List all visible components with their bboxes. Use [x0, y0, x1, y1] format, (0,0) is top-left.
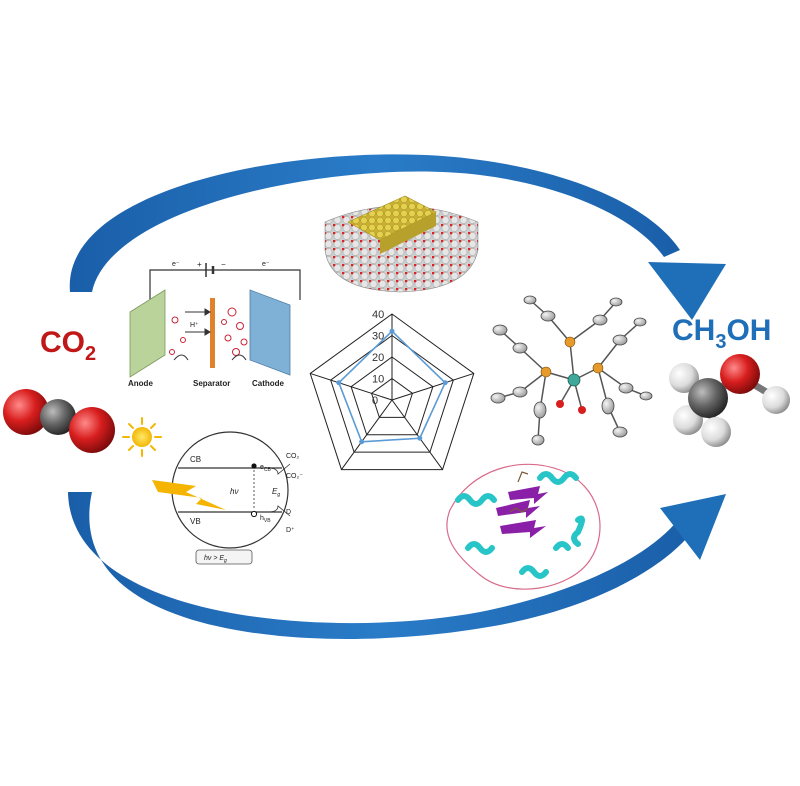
minus-label: − — [221, 260, 226, 269]
lower-cycle-arrow — [68, 492, 726, 639]
photocatalysis-diagram: CB VB eCB hVB hν Eg CO₂ CO₂⁻ D D⁺ hν > E… — [152, 431, 303, 565]
radar-point — [336, 380, 342, 386]
radar-grid-ring — [309, 313, 475, 471]
radar-tick-label: 40 — [372, 309, 384, 321]
radar-spoke — [310, 372, 393, 401]
radar-point — [417, 435, 423, 441]
radar-tick-label: 10 — [372, 374, 384, 386]
radar-tick-label: 30 — [372, 331, 384, 343]
condition-label: hν > Eg — [204, 555, 227, 564]
cb-label: CB — [190, 455, 201, 464]
condition-box — [195, 549, 253, 565]
oxygen-atom — [3, 389, 49, 435]
radar-grid-ring — [370, 377, 414, 418]
oxygen-atom — [720, 354, 760, 394]
hydrogen-atom — [669, 363, 699, 393]
radar-spoke — [391, 372, 474, 401]
radar-chart: 0 10 20 30 40 — [309, 309, 475, 471]
metal-center — [567, 373, 581, 387]
upper-cycle-arrow — [69, 154, 726, 320]
radar-grid-ring — [350, 356, 434, 436]
electrochemical-cell: e⁻ + − e⁻ H⁺ Anode Separator Cathode — [128, 260, 301, 388]
separator-label: Separator — [193, 379, 230, 388]
carbon-atom — [40, 399, 76, 435]
catalyst-slab — [324, 195, 479, 293]
radar-point — [389, 328, 395, 334]
separator-membrane — [210, 298, 215, 368]
donor-label: D — [286, 509, 291, 516]
band-gap-label: Eg — [272, 487, 280, 498]
electron-right-label: e⁻ — [262, 261, 270, 268]
light-bolt-icon — [152, 480, 226, 510]
hydrogen-atom — [762, 386, 790, 414]
radar-tick-label: 20 — [372, 352, 384, 364]
radar-spoke — [391, 399, 443, 470]
co2-molecule — [3, 389, 115, 453]
enzyme-structure — [446, 463, 601, 590]
gold-cluster-side — [380, 212, 436, 254]
radar-series-line — [337, 330, 447, 443]
oxygen-atom — [69, 407, 115, 453]
co2-radical-label: CO₂⁻ — [286, 473, 303, 480]
electron-dot — [251, 463, 257, 469]
plus-label: + — [197, 260, 202, 269]
cathode-label: Cathode — [252, 379, 285, 388]
vb-label: VB — [190, 517, 201, 526]
radar-grid-ring — [330, 334, 454, 453]
hvb-label: hVB — [260, 515, 271, 524]
co2-in-label: CO₂ — [286, 453, 300, 460]
methanol-molecule — [669, 354, 790, 447]
product-label: CH3OH — [672, 314, 771, 353]
metal-complex-structure — [490, 295, 653, 446]
anode-plate — [129, 289, 166, 378]
donor-oxidized-label: D⁺ — [286, 527, 295, 534]
anode-label: Anode — [128, 379, 153, 388]
radar-point — [359, 439, 365, 445]
radar-point — [442, 380, 448, 386]
electron-left-label: e⁻ — [172, 261, 180, 268]
ecb-label: eCB — [260, 464, 272, 473]
reactant-label: CO2 — [40, 326, 96, 365]
hydrogen-atom — [701, 417, 731, 447]
photon-label: hν — [230, 487, 238, 496]
radar-spoke — [341, 399, 393, 470]
radar-tick-label: 0 — [372, 395, 378, 407]
proton-label: H⁺ — [190, 322, 199, 329]
cathode-plate — [249, 289, 291, 376]
carbon-atom — [688, 378, 728, 418]
sun-icon — [122, 417, 162, 457]
hole-dot — [250, 510, 258, 518]
